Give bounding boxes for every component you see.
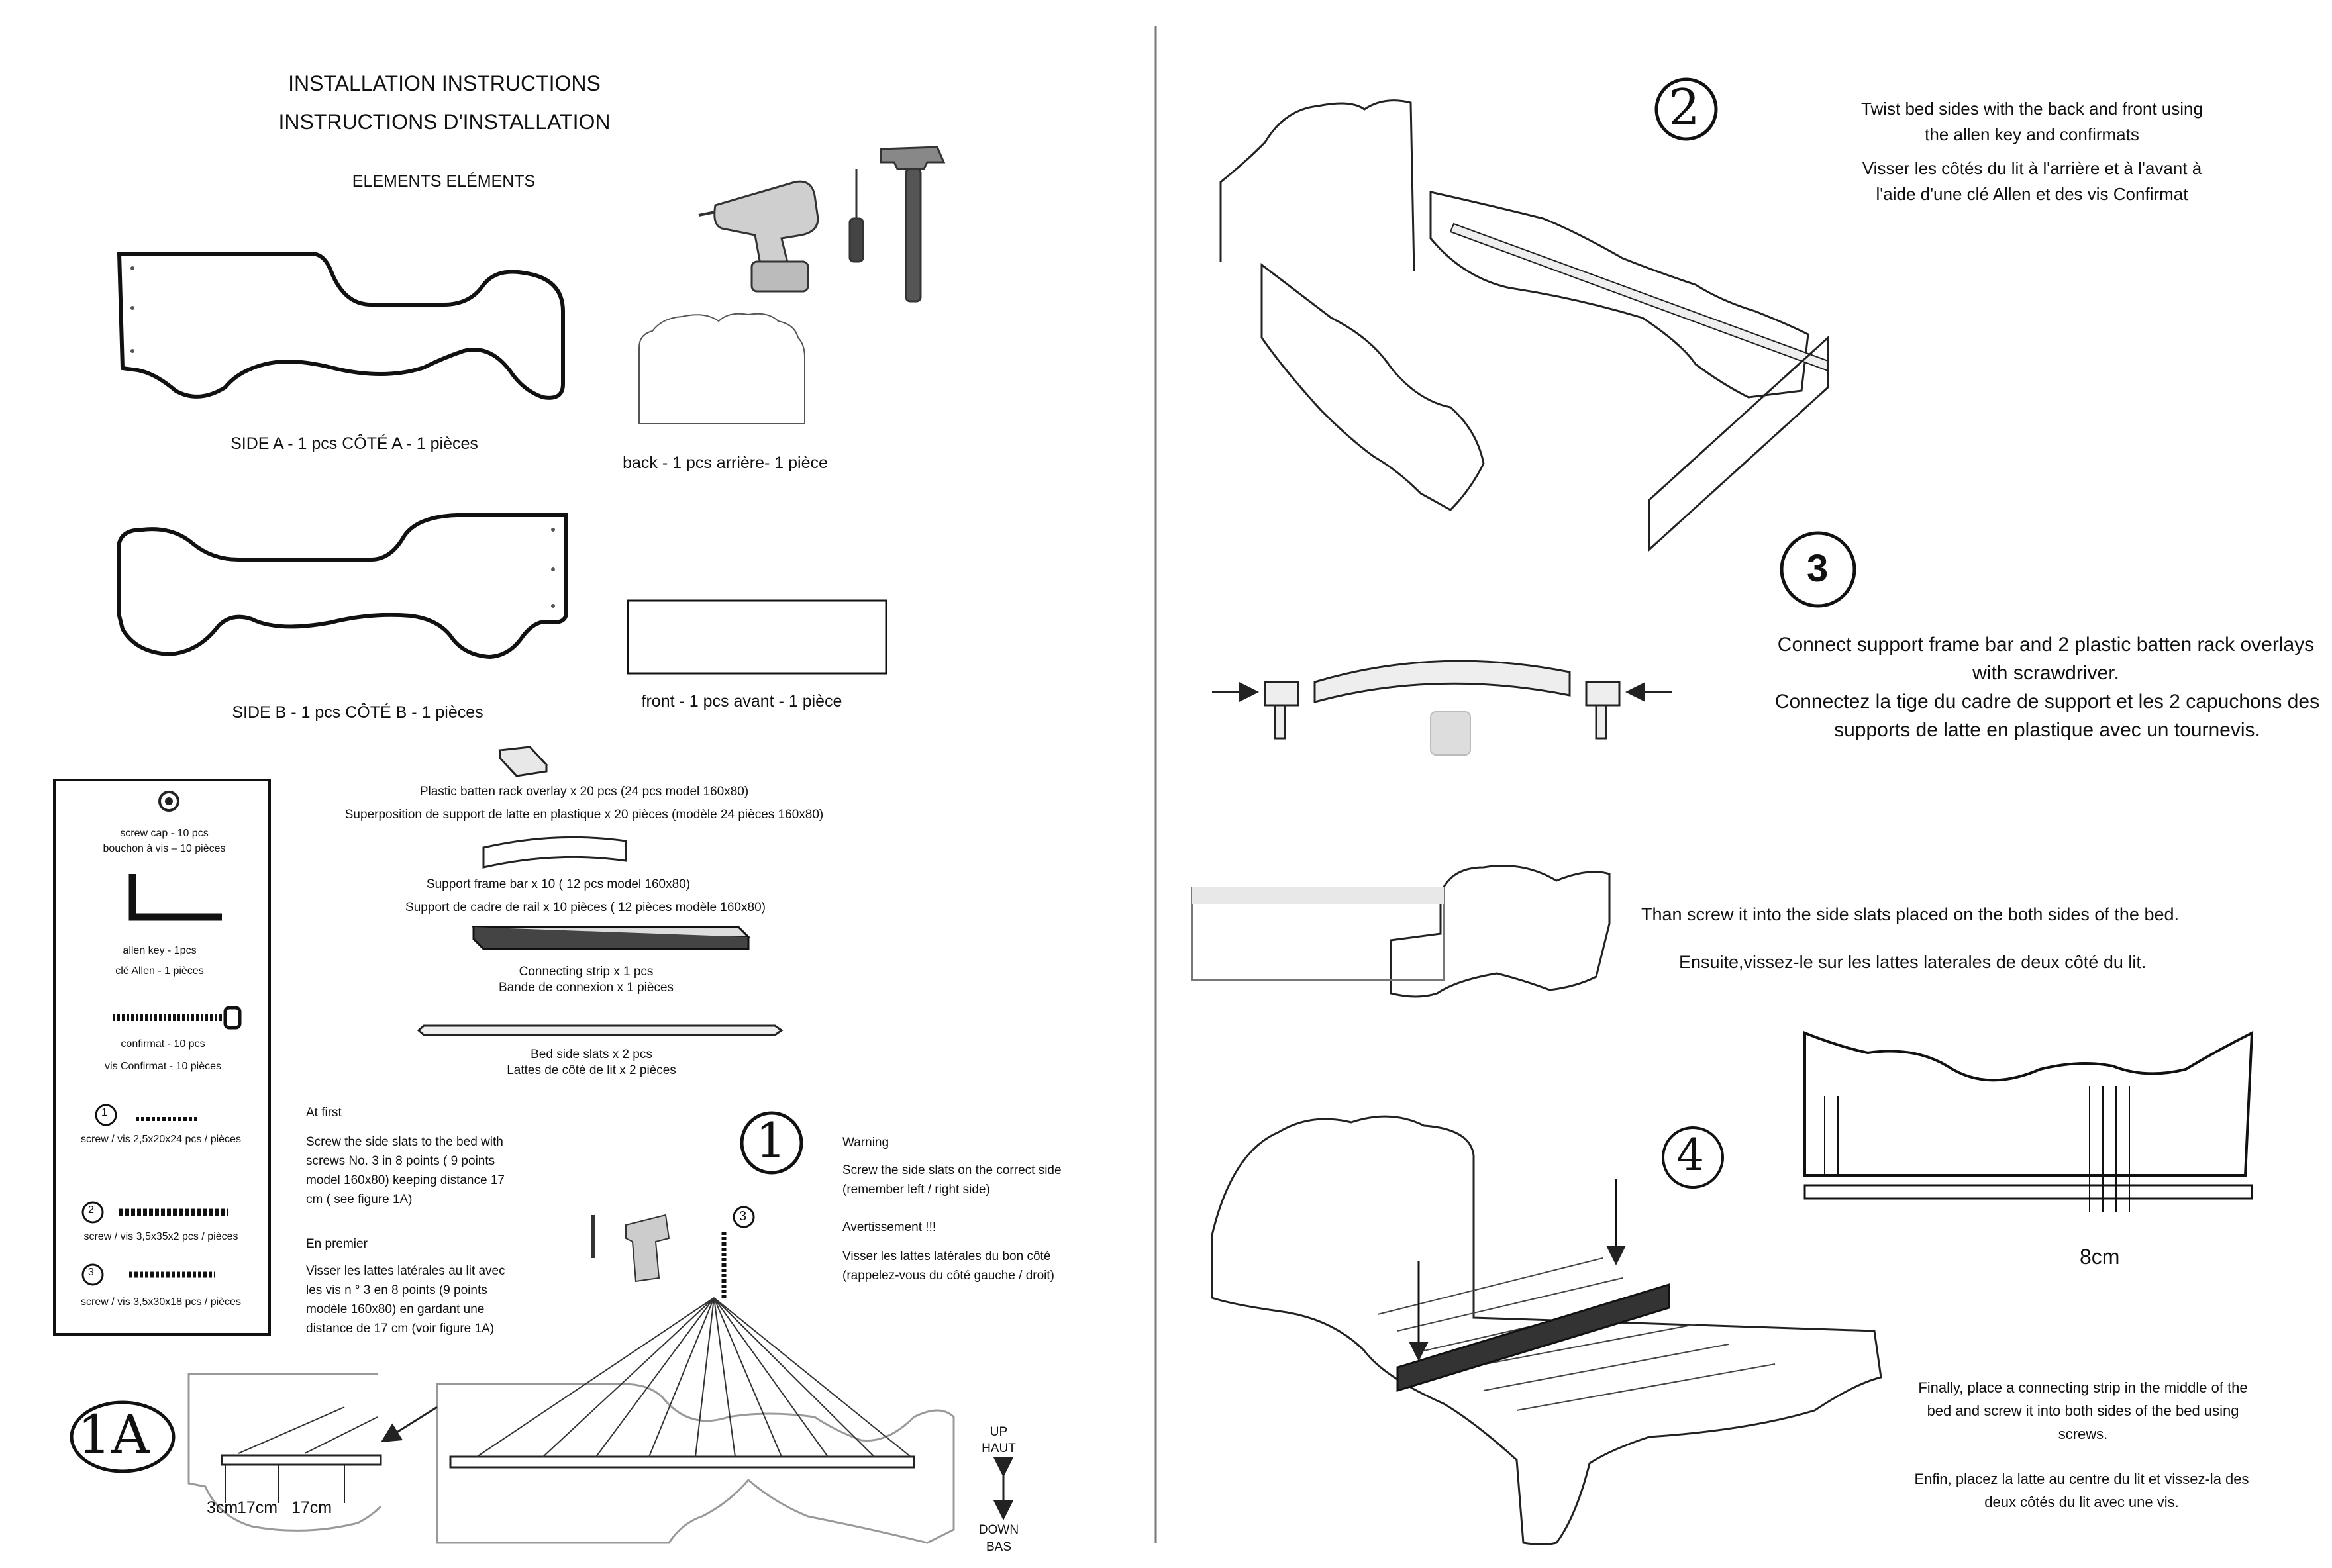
- screw-cap-icon: [158, 791, 179, 812]
- confirmat-label-fr: vis Confirmat - 10 pièces: [104, 1061, 222, 1072]
- fig-1a-label: 1A: [77, 1404, 150, 1465]
- frame-label-fr: Support de cadre de rail x 10 pièces ( 1…: [405, 901, 766, 914]
- screw-2-label: screw / vis 3,5x35x2 pcs / pièces: [83, 1231, 238, 1242]
- bed-assembled-drawing: [1211, 1115, 1882, 1545]
- fig-1a-dim-17cm-2: 17cm: [291, 1498, 332, 1517]
- front-panel: [627, 599, 887, 675]
- drill-faded-icon: [1430, 711, 1471, 756]
- step-3-then-fr: Ensuite,vissez-le sur les lattes lateral…: [1679, 952, 2147, 972]
- strip-label-fr: Bande de connexion x 1 pièces: [498, 981, 674, 995]
- fig-1a-detail: [187, 1373, 382, 1532]
- side-a-panel: [117, 252, 565, 400]
- bed-inside-drawing: [1390, 865, 1611, 998]
- step-3-number: 3: [1807, 547, 1829, 590]
- bed-back-drawing: [1219, 99, 1415, 272]
- step-4-dim: 8cm: [2080, 1245, 2120, 1269]
- confirmat-label-en: confirmat - 10 pcs: [121, 1038, 205, 1050]
- frame-bar-assembly: [1264, 660, 1621, 740]
- cap-label-fr: bouchon à vis – 10 pièces: [103, 843, 226, 854]
- end-view-drawing: [1803, 1030, 2254, 1177]
- back-panel: [638, 313, 805, 424]
- screwdriver-icon: [848, 169, 864, 263]
- connecting-strip-drawing: [1396, 1283, 1670, 1393]
- step-4-text-en: Finally, place a connecting strip in the…: [1918, 1379, 2248, 1442]
- screw-3-number: 3: [88, 1267, 94, 1278]
- up-label: UP: [989, 1425, 1008, 1439]
- front-label: front - 1 pcs avant - 1 pièce: [641, 692, 842, 710]
- connecting-strip-part: [471, 926, 751, 950]
- screw-3-row: [81, 1263, 215, 1286]
- step-1-screw-badge: 3: [739, 1209, 747, 1224]
- fig-1a-dim-3cm: 3cm: [207, 1498, 238, 1517]
- frame-label-en: Support frame bar x 10 ( 12 pcs model 16…: [426, 877, 691, 891]
- step-1-text-fr: Visser les lattes latérales au lit avec …: [306, 1264, 505, 1336]
- step-1-warning-en: Screw the side slats on the correct side…: [842, 1163, 1062, 1197]
- key-label-en: allen key - 1pcs: [123, 945, 197, 956]
- down-label: DOWN: [978, 1523, 1019, 1537]
- step-2-text-fr: Visser les côtés du lit à l'arrière et à…: [1862, 158, 2202, 204]
- screw-1-label: screw / vis 2,5x20x24 pcs / pièces: [81, 1134, 241, 1145]
- haut-label: HAUT: [982, 1442, 1016, 1455]
- step-4-text-fr: Enfin, placez la latte au centre du lit …: [1914, 1471, 2249, 1510]
- step-3-text-fr: Connectez la tige du cadre de support et…: [1774, 691, 2320, 741]
- step-3-then-en: Than screw it into the side slats placed…: [1641, 905, 2179, 924]
- strip-label-en: Connecting strip x 1 pcs: [519, 965, 654, 979]
- step-4-number: 4: [1676, 1130, 1704, 1181]
- allen-key-icon: [128, 874, 222, 921]
- drill-small-icon: [591, 1214, 670, 1283]
- step-1-number: 1: [756, 1112, 786, 1168]
- screw-1-number: 1: [101, 1107, 107, 1118]
- side-slat-drawing: [449, 1455, 915, 1469]
- bed-side-drawing: [1260, 262, 1485, 511]
- screw-1-row: [95, 1104, 199, 1126]
- step-1-text-en: Screw the side slats to the bed with scr…: [306, 1135, 505, 1206]
- hardware-box: [53, 779, 271, 1336]
- screw-3-label: screw / vis 3,5x30x18 pcs / pièces: [81, 1297, 241, 1308]
- hammer-icon: [880, 146, 946, 303]
- step-1-warning-fr: Visser les lattes latérales du bon côté …: [842, 1250, 1055, 1283]
- step-1-circle: [740, 1111, 803, 1175]
- step-2-circle: [1654, 77, 1718, 141]
- batten-label-en: Plastic batten rack overlay x 20 pcs (24…: [419, 785, 749, 799]
- fan-lines: [476, 1297, 911, 1457]
- long-slat-drawing: [1449, 222, 1829, 372]
- step-2-number: 2: [1668, 78, 1700, 136]
- step-2-text-en: Twist bed sides with the back and front …: [1861, 99, 2203, 144]
- bas-label: BAS: [986, 1540, 1012, 1554]
- fig-1a-dim-17cm-1: 17cm: [237, 1498, 278, 1517]
- side-b-label: SIDE B - 1 pcs CÔTÉ B - 1 pièces: [232, 703, 483, 722]
- slats-label-fr: Lattes de côté de lit x 2 pièces: [507, 1063, 676, 1077]
- screw-2-number: 2: [88, 1204, 94, 1216]
- step-3-text-en: Connect support frame bar and 2 plastic …: [1777, 634, 2315, 684]
- step-3-circle: [1780, 531, 1856, 608]
- step-1-at-first: At first: [306, 1106, 342, 1120]
- key-label-fr: clé Allen - 1 pièces: [115, 965, 204, 977]
- step-1-warning: Warning: [842, 1136, 889, 1150]
- support-frame-bar-part: [482, 836, 627, 869]
- front-board-drawing: [1648, 335, 1829, 552]
- fig-1a-circle: [70, 1400, 176, 1473]
- screw-3-badge: [733, 1206, 755, 1228]
- screw-2-row: [81, 1201, 228, 1224]
- elements-heading: ELEMENTS ELÉMENTS: [352, 172, 536, 191]
- title-en: INSTALLATION INSTRUCTIONS: [288, 72, 601, 95]
- confirmat-screw-icon: [113, 1006, 242, 1030]
- side-a-label: SIDE A - 1 pcs CÔTÉ A - 1 pièces: [230, 434, 478, 453]
- side-b-panel: [117, 513, 568, 660]
- step-1-en-premier: En premier: [306, 1237, 368, 1251]
- step-1-avertissement: Avertissement !!!: [842, 1220, 937, 1234]
- drill-icon: [698, 180, 819, 293]
- batten-overlay-part: [498, 746, 549, 777]
- title-fr: INSTRUCTIONS D'INSTALLATION: [278, 110, 611, 134]
- cap-label-en: screw cap - 10 pcs: [120, 828, 209, 839]
- batten-label-fr: Superposition de support de latte en pla…: [344, 808, 824, 822]
- step-4-circle: [1662, 1126, 1724, 1189]
- slats-label-en: Bed side slats x 2 pcs: [531, 1048, 652, 1061]
- bed-far-side-drawing: [1429, 191, 1809, 399]
- bed-side-slat-part: [417, 1024, 784, 1036]
- back-label: back - 1 pcs arrière- 1 pièce: [623, 454, 828, 472]
- bed-side-outline: [436, 1383, 955, 1544]
